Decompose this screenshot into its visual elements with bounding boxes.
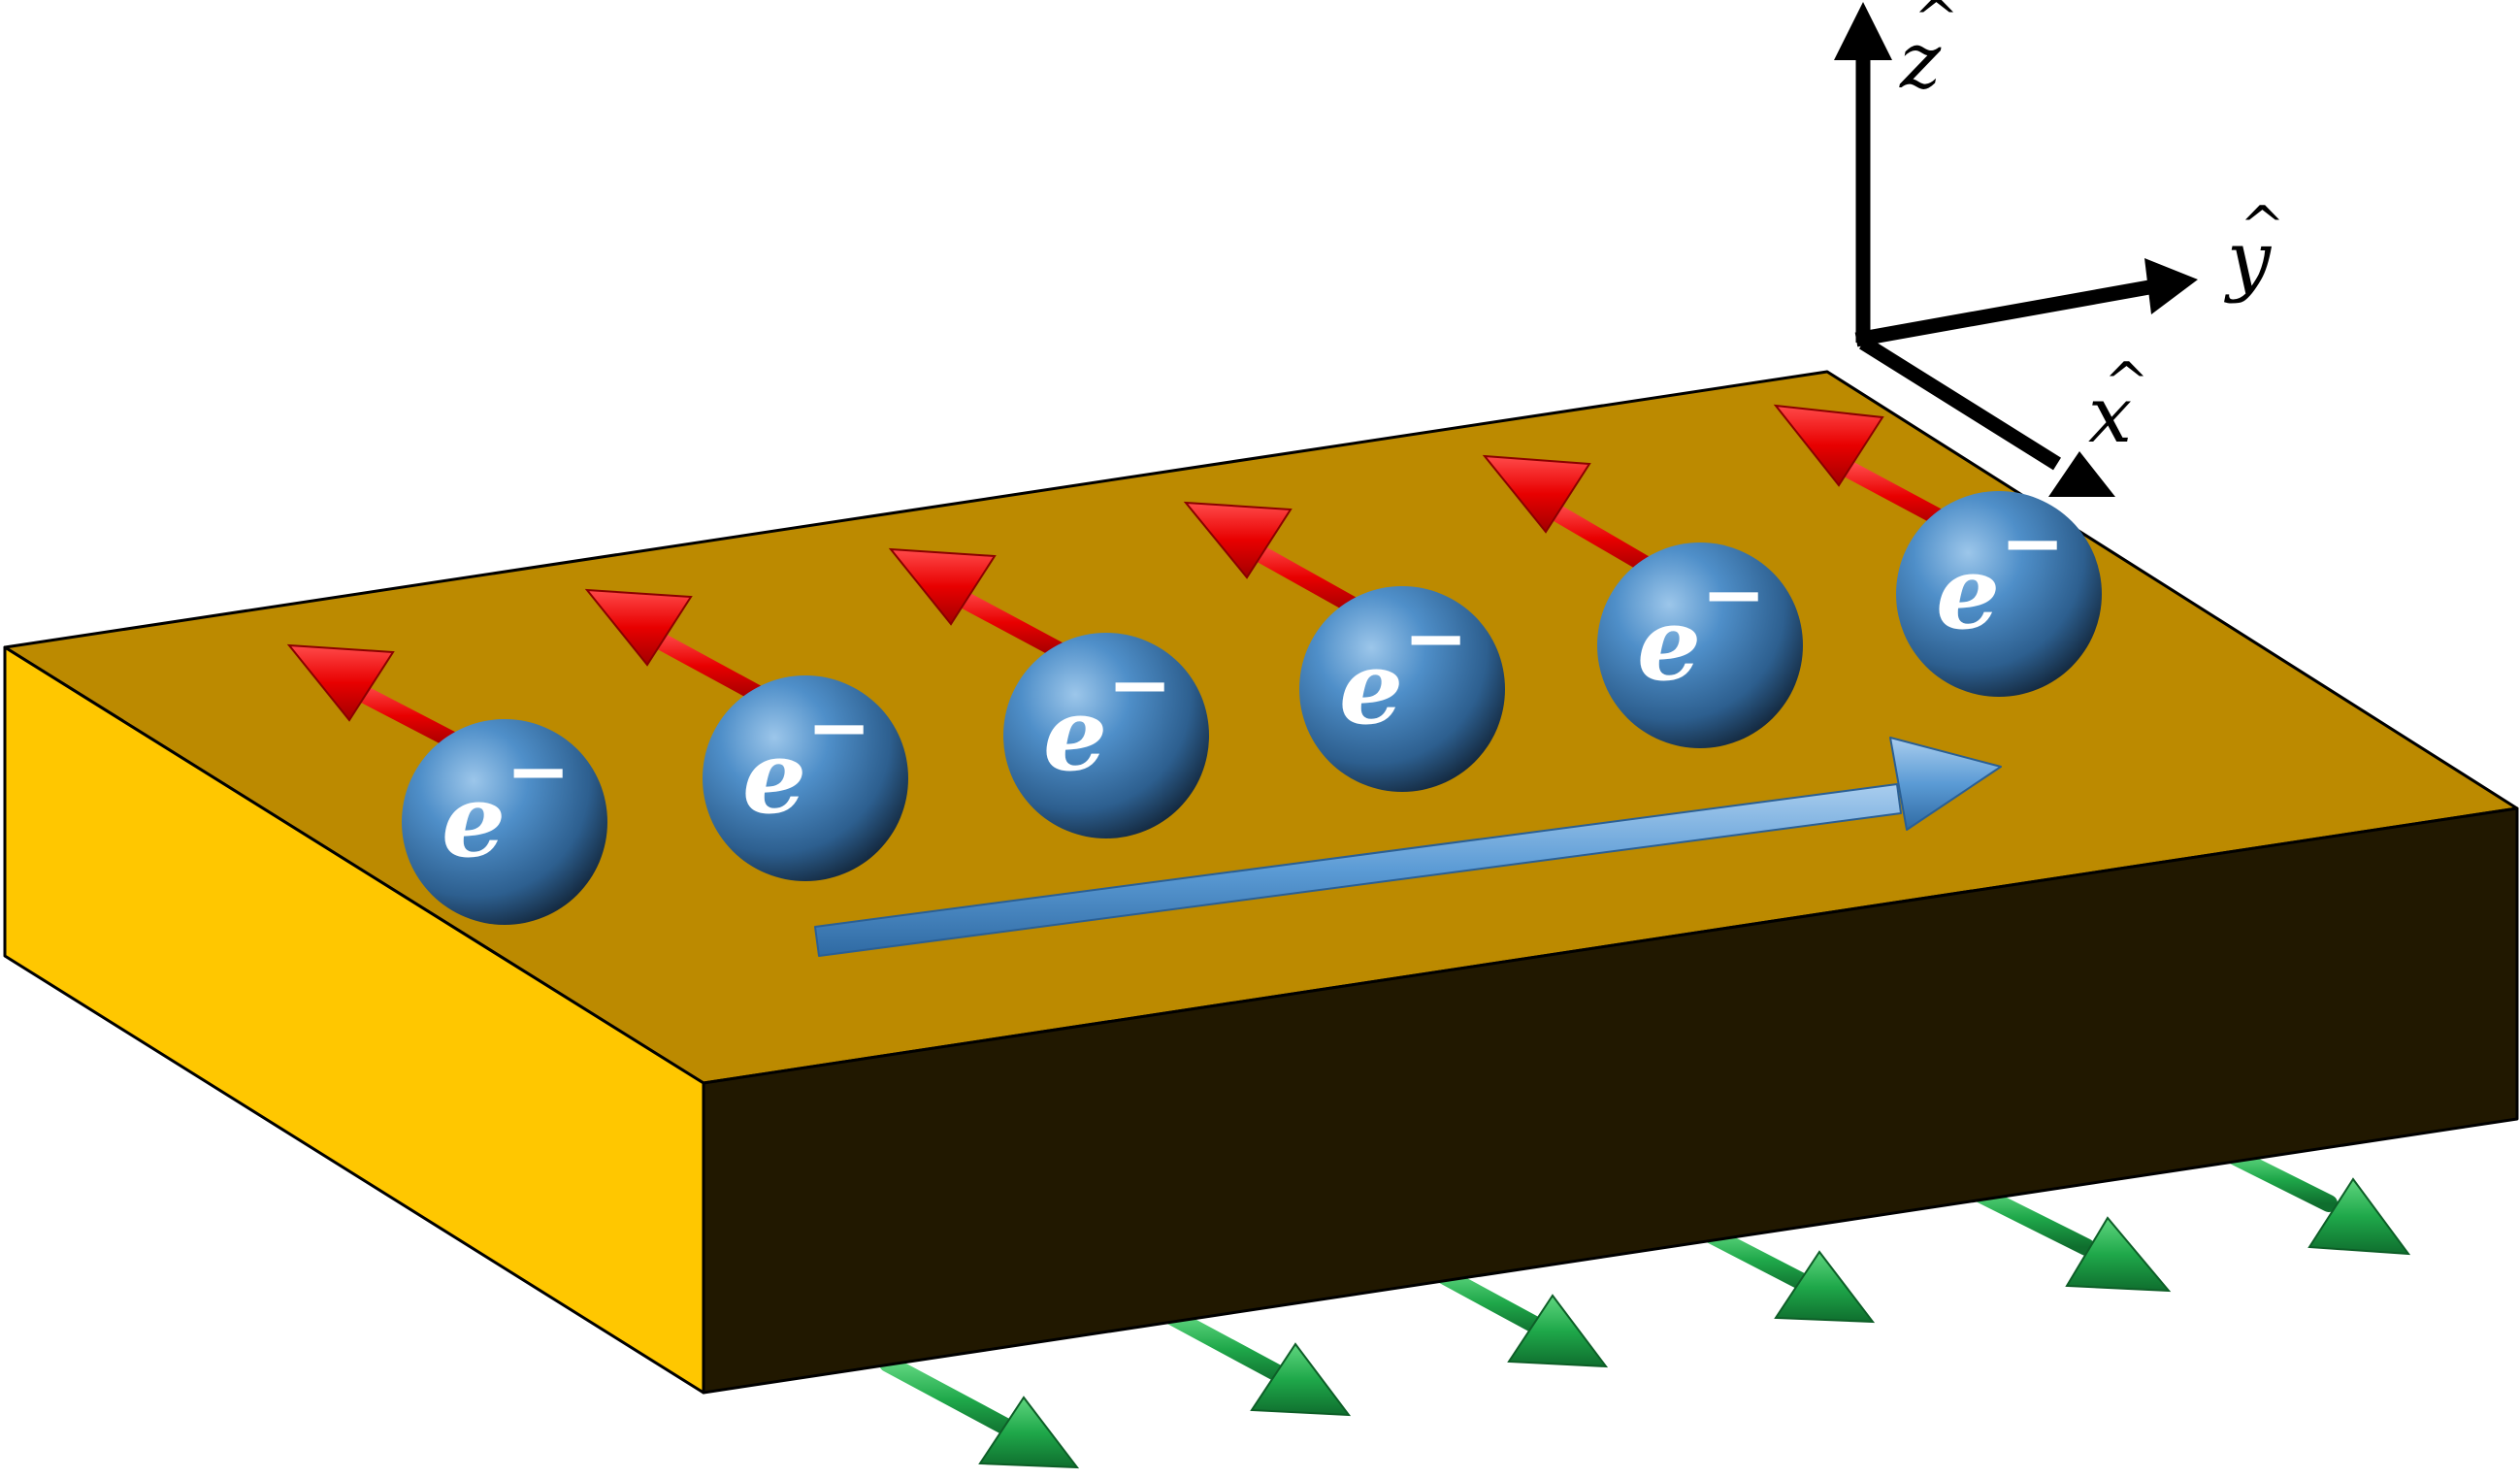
electron: e− [1299, 586, 1505, 792]
svg-text:e−: e− [442, 726, 571, 880]
svg-text:y: y [2224, 214, 2273, 305]
svg-text:e−: e− [1637, 549, 1766, 704]
electron: e− [1597, 542, 1803, 748]
top-spin-arrow [888, 547, 1076, 664]
top-spin-arrows [286, 404, 1969, 756]
svg-text:e−: e− [1339, 593, 1468, 747]
svg-text:z: z [1899, 16, 1942, 106]
bottom-spin-arrow [1161, 1306, 1352, 1417]
bottom-spin-arrow [1694, 1222, 1876, 1324]
electron: e− [402, 719, 607, 925]
x-axis [1859, 336, 2115, 497]
svg-text:^: ^ [2240, 195, 2285, 258]
x-axis-label: x ^ [2088, 351, 2149, 460]
z-axis [1834, 2, 1892, 343]
z-axis-label: z ^ [1899, 0, 1959, 106]
svg-text:^: ^ [1914, 0, 1959, 50]
bottom-spin-arrow [2223, 1146, 2411, 1256]
electron: e− [1896, 491, 2102, 697]
coordinate-axes: z ^ y ^ x ^ [1834, 0, 2285, 497]
electrons: e− e− e− e− e− e− [402, 491, 2102, 925]
svg-text:^: ^ [2104, 351, 2149, 414]
top-spin-arrow [286, 643, 475, 756]
slab-front-face [702, 806, 2519, 1395]
svg-text:e−: e− [1936, 498, 2065, 652]
svg-text:x: x [2088, 370, 2132, 460]
svg-text:e−: e− [742, 682, 871, 837]
current-arrow [814, 737, 2002, 957]
top-spin-arrow [584, 588, 775, 707]
material-slab [3, 370, 2519, 1395]
bottom-spin-arrows [879, 1146, 2411, 1469]
top-spin-arrow [1183, 501, 1372, 620]
y-axis [1854, 258, 2198, 347]
top-spin-arrow [1482, 454, 1668, 581]
bottom-spin-arrow [1961, 1180, 2172, 1293]
svg-text:e−: e− [1043, 640, 1172, 794]
bottom-spin-arrow [1427, 1263, 1609, 1368]
bottom-spin-arrow [879, 1355, 1080, 1469]
electron: e− [1003, 633, 1209, 838]
y-axis-label: y ^ [2224, 195, 2285, 305]
electron: e− [703, 675, 908, 881]
